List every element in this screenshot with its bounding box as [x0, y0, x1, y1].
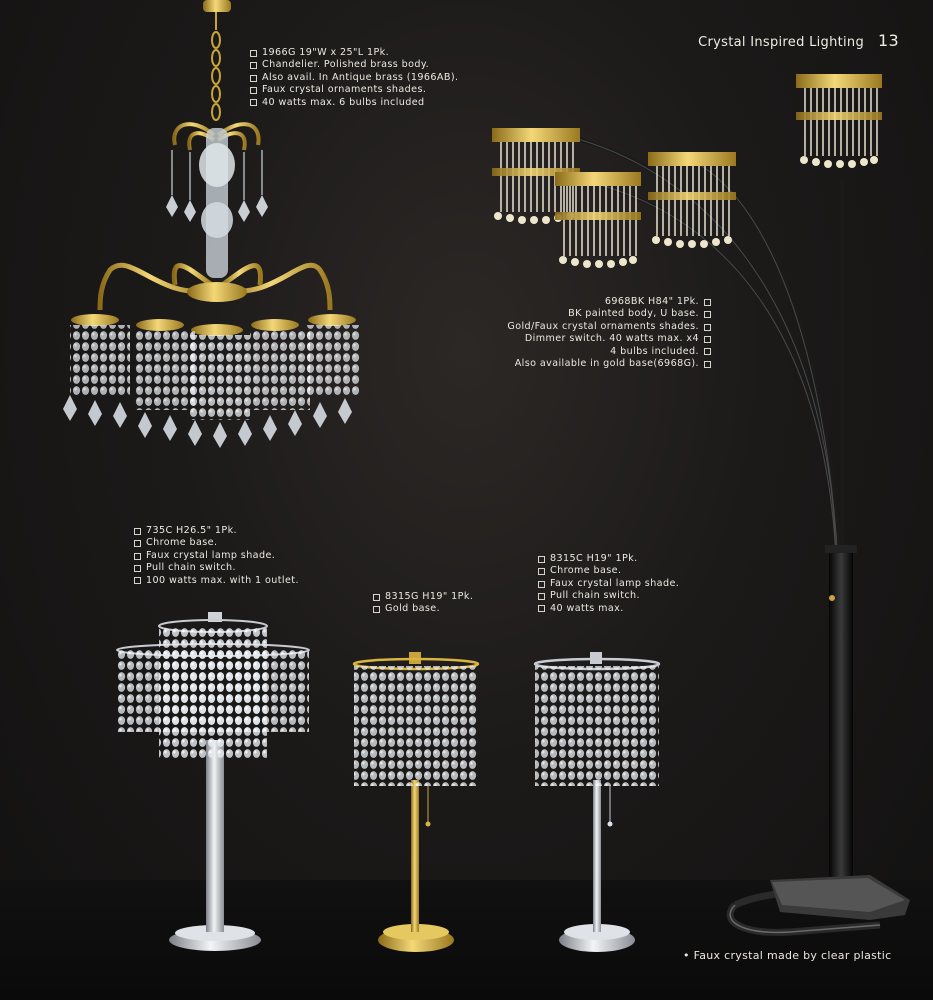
- lamp-735c-spec: 735C H26.5" 1Pk. Chrome base. Faux cryst…: [134, 525, 299, 587]
- lamp-8315c-spec: 8315C H19" 1Pk. Chrome base. Faux crysta…: [538, 553, 679, 615]
- bullet-box-icon: [134, 527, 141, 535]
- spec-line: 4 bulbs included.: [610, 345, 699, 357]
- spec-line: Also available in gold base(6968G).: [514, 358, 699, 370]
- footnote: • Faux crystal made by clear plastic: [683, 949, 892, 962]
- bullet-box-icon: [538, 592, 545, 600]
- spec-line: Gold/Faux crystal ornaments shades.: [507, 320, 699, 332]
- arc-floor-lamp-photo: [492, 74, 910, 936]
- spec-line: 1966G 19"W x 25"L 1Pk.: [262, 47, 390, 58]
- bullet-box-icon: [538, 605, 545, 613]
- bullet-box-icon: [250, 99, 257, 107]
- spec-line: Faux crystal lamp shade.: [550, 577, 680, 589]
- spec-line: Faux crystal lamp shade.: [146, 549, 276, 561]
- bullet-box-icon: [704, 298, 711, 306]
- spec-line: Gold base.: [385, 603, 441, 615]
- bullet-box-icon: [704, 335, 711, 343]
- spec-line: Pull chain switch.: [146, 562, 236, 574]
- lamp-8315c-photo: [533, 652, 661, 952]
- bullet-box-icon: [538, 568, 545, 576]
- bullet-box-icon: [134, 564, 141, 572]
- spec-line: 40 watts max. 6 bulbs included: [262, 96, 425, 108]
- bullet-box-icon: [134, 552, 141, 560]
- lamp-8315g-photo: [352, 652, 480, 952]
- spec-line: Dimmer switch. 40 watts max. x4: [524, 333, 699, 345]
- bullet-box-icon: [373, 606, 380, 614]
- bullet-box-icon: [134, 577, 141, 585]
- page-header: Crystal Inspired Lighting 13: [698, 31, 899, 50]
- bullet-box-icon: [704, 360, 711, 368]
- page-number: 13: [878, 31, 899, 50]
- spec-line: 6968BK H84" 1Pk.: [604, 296, 699, 307]
- spec-line: Pull chain switch.: [550, 590, 640, 602]
- spec-line: Also avail. In Antique brass (1966AB).: [262, 71, 459, 83]
- floor-lamp-spec: 6968BK H84" 1Pk. BK painted body, U base…: [507, 296, 711, 370]
- lamp-735c-photo: [116, 612, 310, 951]
- bullet-box-icon: [704, 311, 711, 319]
- spec-line: Chandelier. Polished brass body.: [262, 59, 430, 71]
- bullet-box-icon: [373, 593, 380, 601]
- bullet-box-icon: [250, 74, 257, 82]
- lamp-8315g-spec: 8315G H19" 1Pk. Gold base.: [373, 591, 473, 616]
- spec-line: 100 watts max. with 1 outlet.: [146, 574, 299, 586]
- chandelier-spec: 1966G 19"W x 25"L 1Pk. Chandelier. Polis…: [250, 47, 458, 109]
- bullet-box-icon: [704, 323, 711, 331]
- bullet-box-icon: [704, 348, 711, 356]
- bullet-box-icon: [250, 62, 257, 70]
- spec-line: 8315C H19" 1Pk.: [550, 553, 638, 564]
- spec-line: Chrome base.: [550, 565, 622, 577]
- spec-line: 40 watts max.: [550, 602, 624, 614]
- spec-line: BK painted body, U base.: [568, 308, 699, 320]
- bullet-box-icon: [250, 49, 257, 57]
- bullet-box-icon: [250, 86, 257, 94]
- chandelier-photo: [63, 0, 360, 448]
- spec-line: Faux crystal ornaments shades.: [262, 84, 427, 96]
- spec-line: 735C H26.5" 1Pk.: [146, 525, 237, 536]
- catalog-title: Crystal Inspired Lighting: [698, 35, 865, 50]
- spec-line: Chrome base.: [146, 537, 218, 549]
- bullet-box-icon: [538, 555, 545, 563]
- bullet-box-icon: [538, 580, 545, 588]
- bullet-box-icon: [134, 540, 141, 548]
- spec-line: 8315G H19" 1Pk.: [385, 591, 474, 602]
